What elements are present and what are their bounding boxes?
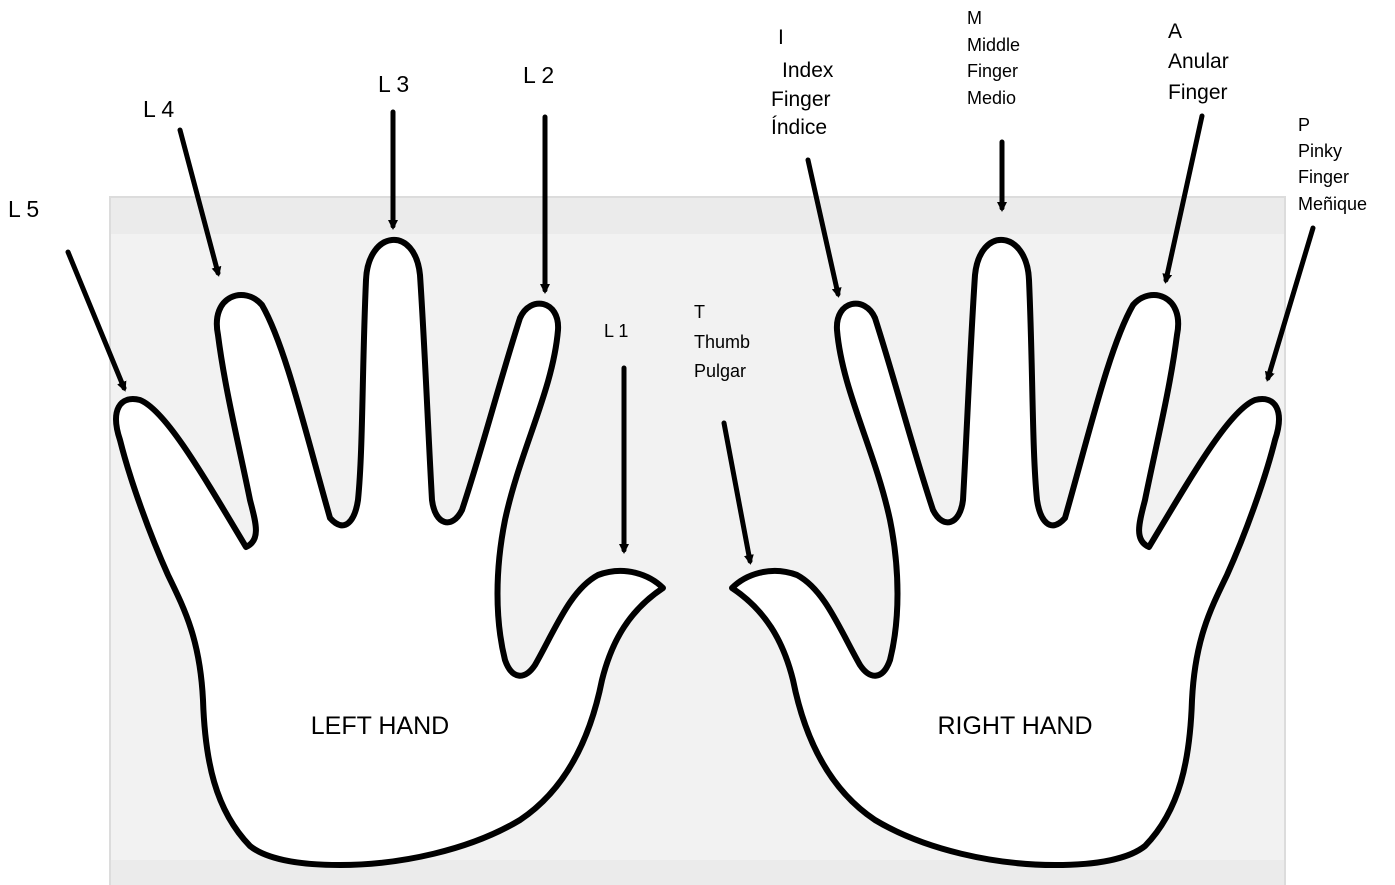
label-index: I Index Finger Índice (771, 26, 839, 139)
right-hand-label: RIGHT HAND (937, 712, 1092, 740)
label-l1: L 1 (604, 321, 628, 341)
label-middle: M Middle Finger Medio (967, 8, 1025, 108)
label-pinky: P Pinky Finger Meñique (1298, 115, 1367, 214)
label-ring: A Anular Finger (1168, 20, 1235, 104)
label-l3: L 3 (378, 71, 409, 97)
label-l4: L 4 (143, 96, 174, 122)
panel-top-band (111, 198, 1284, 234)
label-l5: L 5 (8, 196, 39, 222)
label-l2: L 2 (523, 62, 554, 88)
left-hand-label: LEFT HAND (311, 712, 449, 740)
